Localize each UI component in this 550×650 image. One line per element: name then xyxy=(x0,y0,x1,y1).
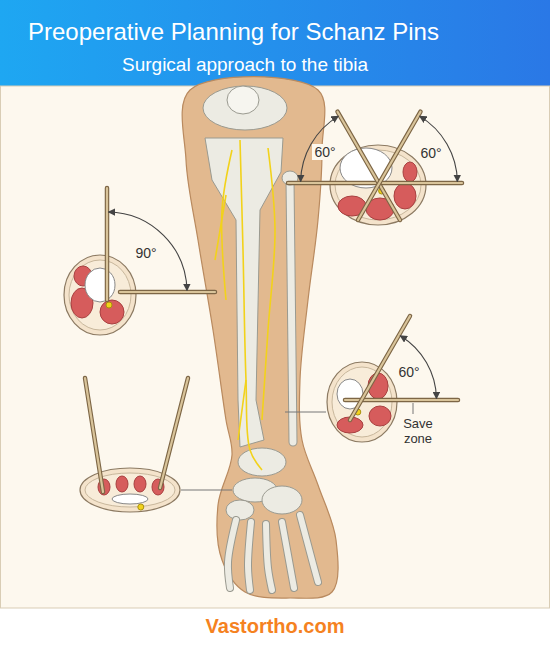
schanz-pin xyxy=(358,112,421,220)
nerve-dot xyxy=(106,302,112,308)
schanz-pin-outline xyxy=(85,378,103,492)
metatarsal-outline xyxy=(228,520,236,588)
tarsal-bone xyxy=(238,448,286,476)
schanz-pin xyxy=(160,378,188,488)
muscle-compartment xyxy=(403,162,417,182)
nerve-line xyxy=(238,380,246,440)
zone-label: Save zone xyxy=(396,417,440,447)
section-bone xyxy=(112,494,148,504)
muscle-compartment xyxy=(116,476,128,492)
metatarsal-bone xyxy=(300,515,318,582)
schanz-pin-outline xyxy=(105,188,110,300)
angle-label: 90° xyxy=(133,245,158,261)
angle-arc xyxy=(108,212,187,291)
nerve-dot xyxy=(138,504,144,510)
schanz-pin-outline xyxy=(288,181,462,186)
header-band xyxy=(0,0,550,86)
metatarsal-outline xyxy=(248,522,251,590)
section-fat xyxy=(69,260,131,330)
muscle-compartment xyxy=(100,300,124,324)
subtitle: Surgical approach to the tibia xyxy=(122,54,368,76)
nerve-line xyxy=(222,150,232,300)
metatarsal-bone xyxy=(282,522,294,588)
metatarsal-outline xyxy=(300,515,318,582)
muscle-compartment xyxy=(369,406,391,426)
watermark: Vastortho.com xyxy=(206,615,345,638)
metatarsal-bone xyxy=(266,524,272,590)
angle-label: 60° xyxy=(312,144,337,160)
nerve-line xyxy=(215,195,226,260)
diagram-title: Preoperative Planning for Schanz Pins xyxy=(28,18,439,46)
leg-skin xyxy=(182,77,338,599)
schanz-pin xyxy=(288,182,462,184)
femur-condyle xyxy=(203,86,287,130)
section-bone xyxy=(85,268,115,302)
schanz-pin-outline xyxy=(358,112,421,220)
fibula-outline xyxy=(290,180,293,442)
tarsal-bone xyxy=(226,500,254,520)
schanz-pin-outline xyxy=(120,290,215,295)
patella xyxy=(227,86,259,114)
schanz-pin xyxy=(85,378,103,492)
schanz-pin xyxy=(120,291,215,293)
metatarsal-bone xyxy=(248,522,251,590)
muscle-compartment xyxy=(134,476,146,492)
fibula-bone xyxy=(290,180,293,442)
leader-line xyxy=(413,403,414,414)
leader-line xyxy=(285,412,326,413)
schanz-pin xyxy=(106,188,108,300)
metatarsal-outline xyxy=(266,524,272,590)
metatarsal-bone xyxy=(228,520,236,588)
angle-label: 60° xyxy=(396,364,421,380)
schanz-pin-outline xyxy=(160,378,188,488)
metatarsal-outline xyxy=(282,522,294,588)
tarsal-bone xyxy=(262,486,302,514)
nerve-line xyxy=(262,148,275,420)
leader-line xyxy=(181,490,232,491)
angle-arc xyxy=(301,116,339,181)
nerve-line xyxy=(240,140,262,470)
angle-label: 60° xyxy=(418,145,443,161)
section-skin xyxy=(64,255,136,335)
muscle-compartment xyxy=(394,183,416,209)
